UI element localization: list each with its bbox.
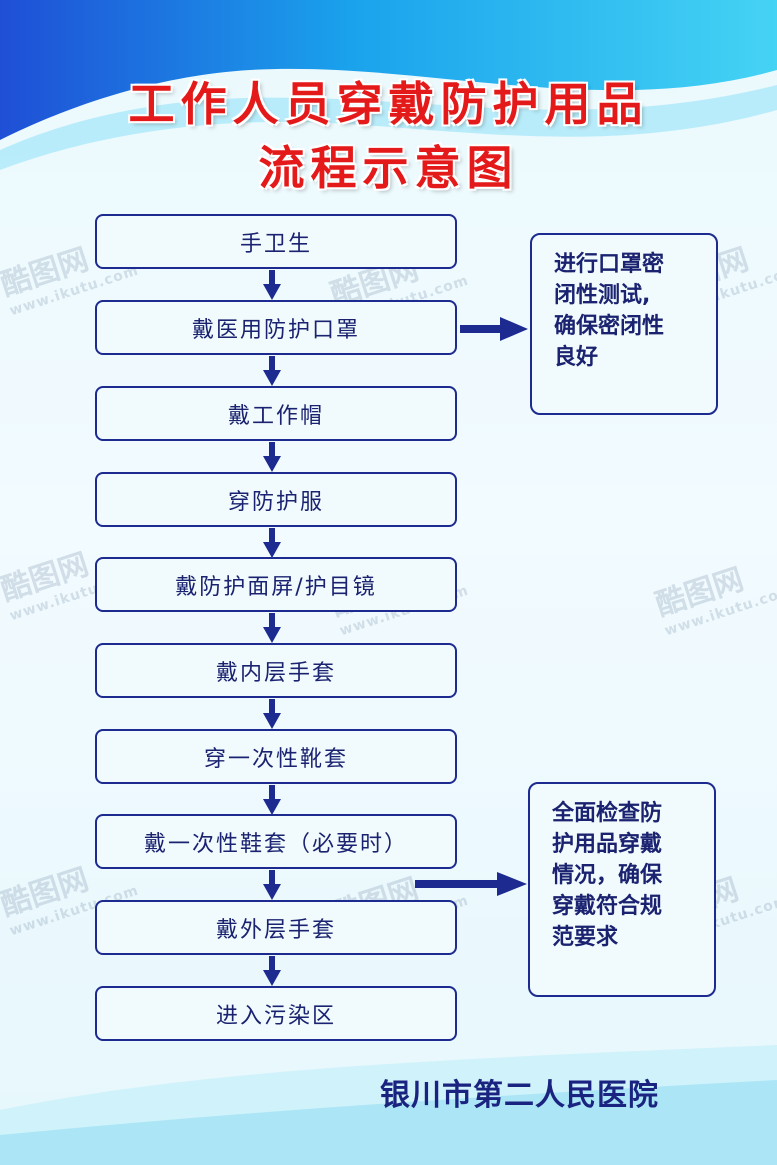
arrow-down-icon (263, 870, 281, 900)
arrow-down-icon (263, 356, 281, 386)
page-title-line1: 工作人员穿戴防护用品 (128, 77, 649, 131)
arrow-down-icon (263, 956, 281, 986)
hospital-name: 银川市第二人民医院 (380, 1078, 659, 1113)
step-outer-gloves[interactable]: 戴外层手套 (95, 900, 457, 955)
step-wear-face-shield[interactable]: 戴防护面屏/护目镜 (95, 557, 457, 612)
arrow-down-icon (263, 785, 281, 815)
arrow-down-icon (263, 528, 281, 558)
step-wear-cap[interactable]: 戴工作帽 (95, 386, 457, 441)
step-wear-gown[interactable]: 穿防护服 (95, 472, 457, 527)
note-full-check: 全面检查防 护用品穿戴 情况，确保 穿戴符合规 范要求 (528, 782, 716, 997)
top-wave-background (0, 0, 777, 170)
arrow-down-icon (263, 613, 281, 643)
step-inner-gloves[interactable]: 戴内层手套 (95, 643, 457, 698)
step-wear-mask[interactable]: 戴医用防护口罩 (95, 300, 457, 355)
arrow-down-icon (263, 699, 281, 729)
arrow-right-icon (415, 872, 527, 896)
arrow-down-icon (263, 270, 281, 300)
step-hand-hygiene[interactable]: 手卫生 (95, 214, 457, 269)
arrow-down-icon (263, 442, 281, 472)
arrow-right-icon (460, 317, 528, 341)
note-mask-seal-test: 进行口罩密 闭性测试, 确保密闭性 良好 (530, 233, 718, 415)
step-boot-covers[interactable]: 穿一次性靴套 (95, 729, 457, 784)
page-title-line2: 流程示意图 (258, 141, 519, 195)
bottom-wave-background (0, 1045, 777, 1165)
step-shoe-covers[interactable]: 戴一次性鞋套（必要时） (95, 814, 457, 869)
step-enter-contaminated-zone[interactable]: 进入污染区 (95, 986, 457, 1041)
